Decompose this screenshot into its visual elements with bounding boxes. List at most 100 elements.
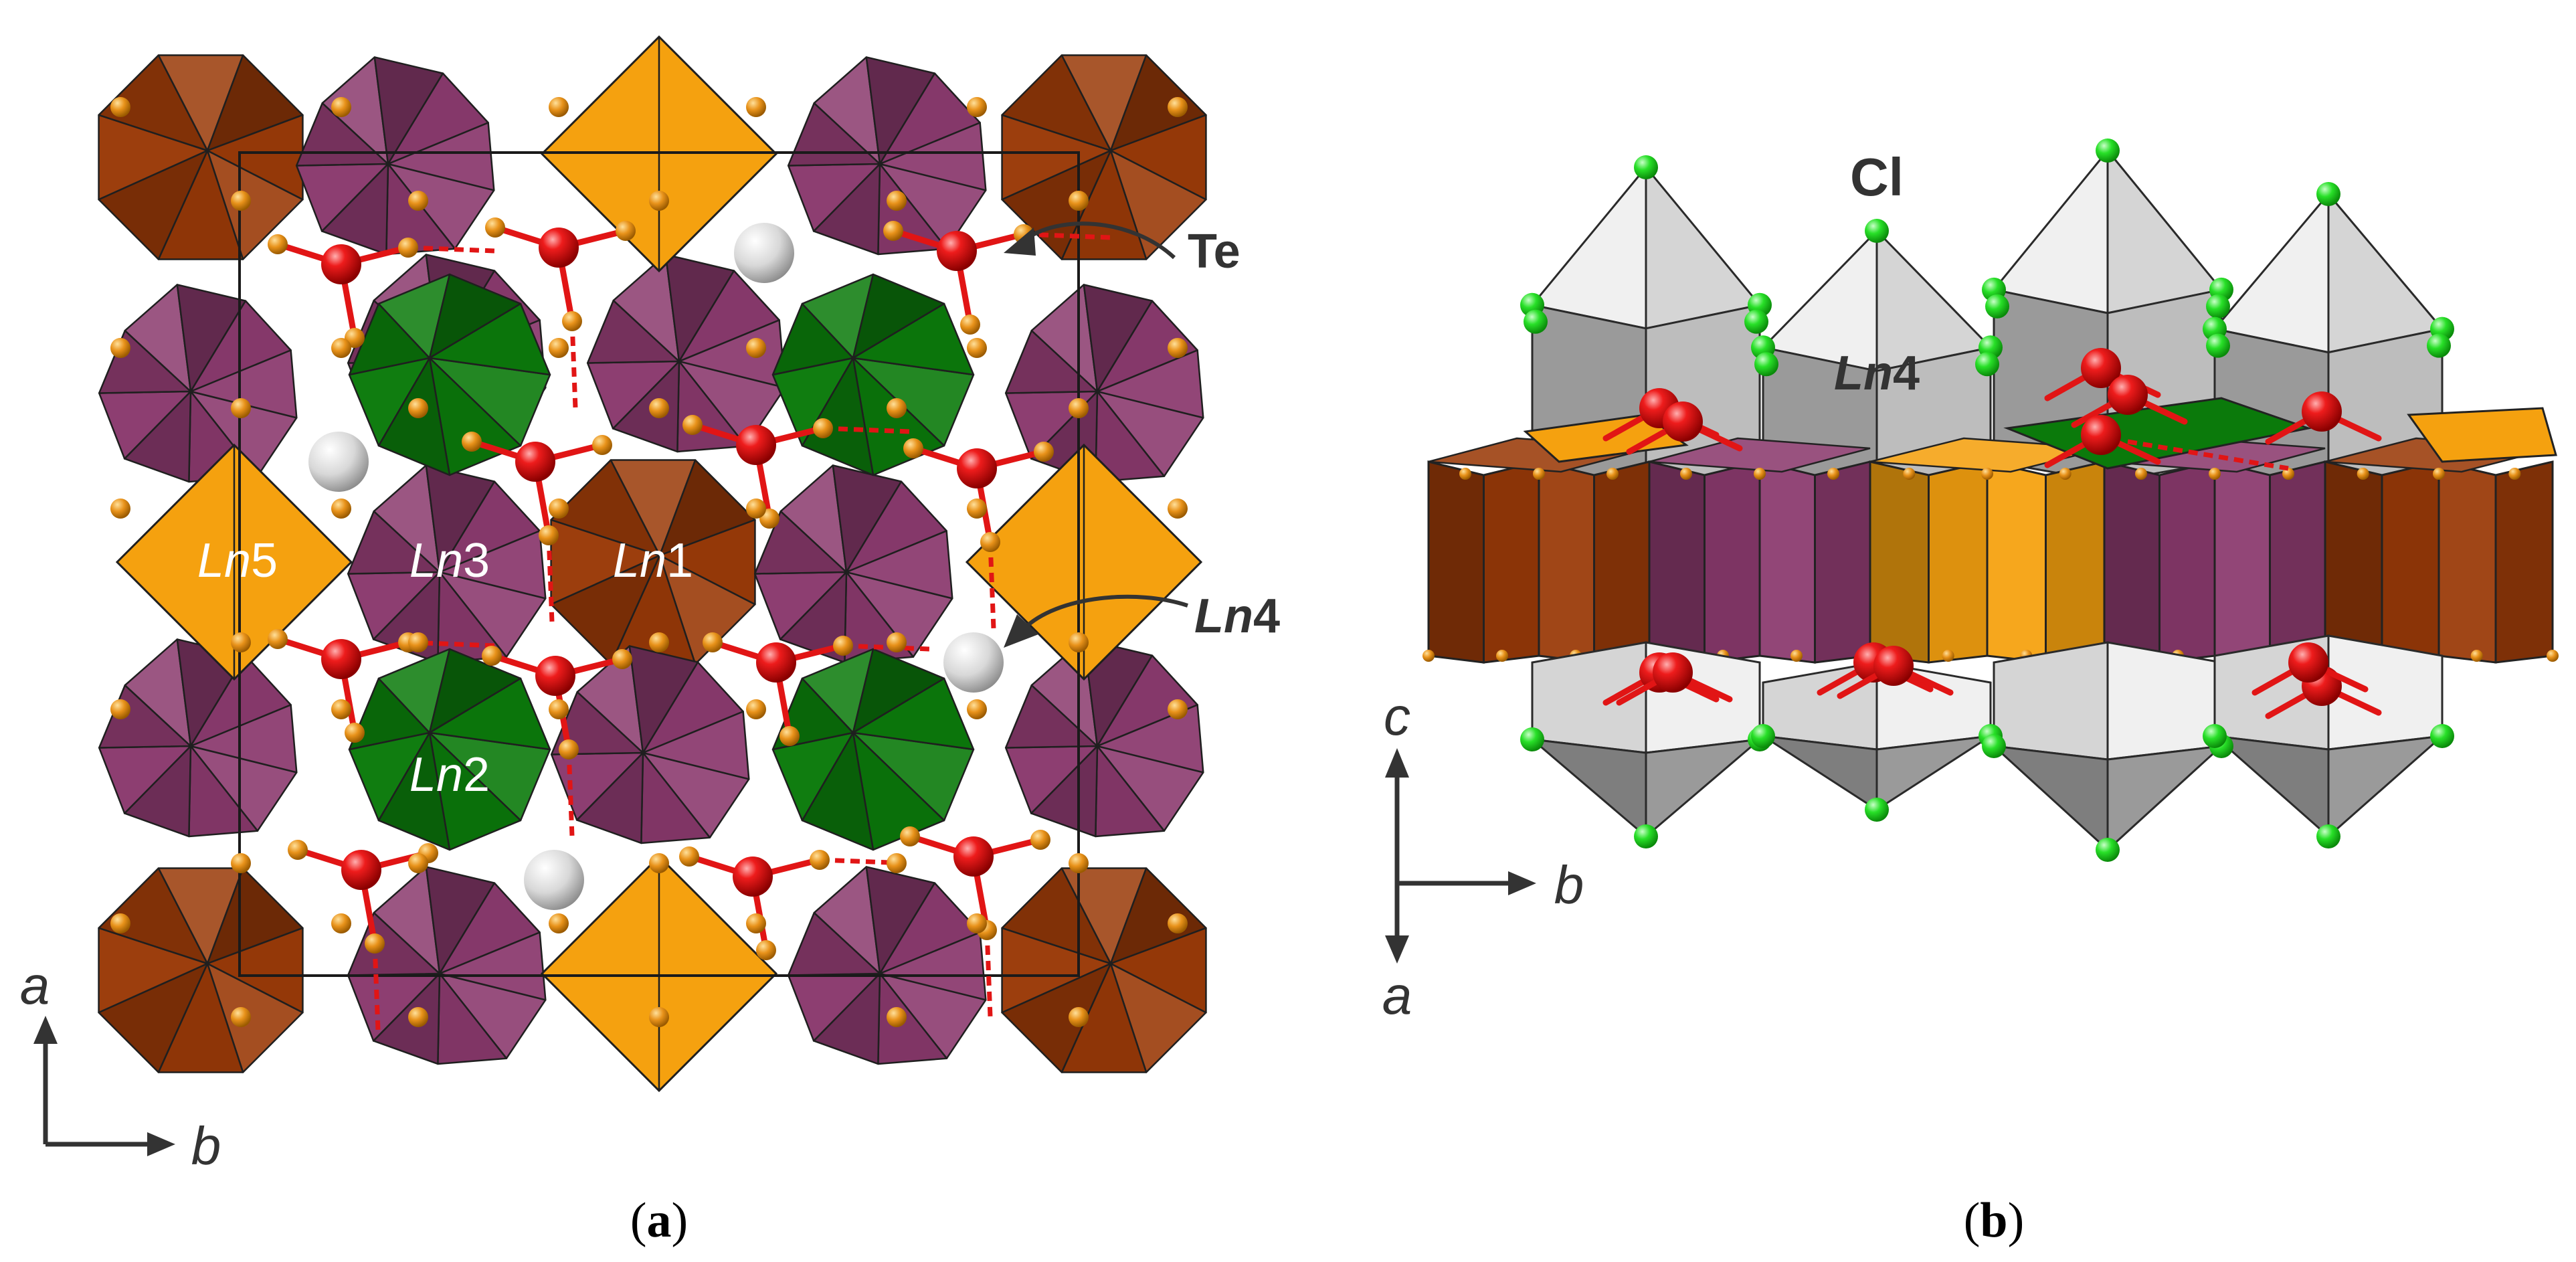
oxygen-atom bbox=[649, 1007, 669, 1027]
panel-b: Cl Ln4 c b a (b) bbox=[1382, 139, 2559, 1248]
oxygen-atom bbox=[2508, 468, 2521, 480]
oxygen-atom bbox=[746, 499, 766, 519]
oxygen-atom bbox=[1981, 468, 1993, 480]
ln4-octahedron-bottom-1-face bbox=[1645, 737, 1763, 839]
oxygen-atom bbox=[110, 97, 130, 117]
tellurium-atom bbox=[733, 857, 773, 897]
band-prism-0 bbox=[1422, 437, 1655, 664]
band-prism-2 bbox=[1864, 437, 2110, 664]
oxygen-atom bbox=[1168, 699, 1188, 719]
ln4-octahedron-top-4-face bbox=[2327, 191, 2444, 354]
oxygen-atom bbox=[1168, 499, 1188, 519]
oxygen-atom bbox=[549, 699, 569, 719]
ln3-polyhedron-10 bbox=[1004, 638, 1204, 838]
oxygen-atom bbox=[288, 840, 308, 860]
band-prism-face bbox=[2381, 460, 2440, 664]
oxygen-atom bbox=[408, 1007, 428, 1027]
oxygen-atom bbox=[679, 846, 699, 867]
panel-a: Ln5 Ln3 Ln1 Ln2 Te Ln4 a b (a) bbox=[20, 35, 1280, 1248]
oxygen-atom bbox=[612, 649, 632, 669]
band-prism-face bbox=[1986, 460, 2047, 664]
chlorine-atom bbox=[2316, 824, 2340, 848]
chlorine-atom bbox=[2203, 724, 2227, 748]
te-callout-arrow bbox=[1022, 221, 1176, 260]
oxygen-atom bbox=[616, 221, 636, 241]
label-ln3: Ln3 bbox=[409, 534, 490, 588]
chlorine-atom bbox=[1520, 727, 1544, 751]
oxygen-atom bbox=[2433, 468, 2445, 480]
oxygen-atom bbox=[549, 338, 569, 358]
ln2-polyhedron-0 bbox=[348, 273, 551, 476]
oxygen-atom bbox=[1069, 853, 1089, 873]
tellurium-atom bbox=[1663, 401, 1703, 442]
oxygen-atom bbox=[231, 191, 251, 211]
ln5-layer-face bbox=[2407, 407, 2557, 463]
tellurium-atom bbox=[539, 228, 579, 268]
oxygen-atom bbox=[1168, 338, 1188, 358]
oxygen-atom bbox=[903, 438, 923, 458]
oxygen-atom bbox=[2357, 468, 2369, 480]
oxygen-atom bbox=[482, 646, 502, 666]
oxygen-atom bbox=[682, 415, 703, 435]
ln4-octahedron-bottom-2 bbox=[1762, 661, 1992, 812]
chlorine-atom bbox=[2096, 139, 2120, 163]
ln3-polyhedron-8 bbox=[98, 638, 298, 838]
tellurium-atom bbox=[515, 442, 555, 482]
oxygen-atom bbox=[231, 632, 251, 652]
ln3-polyhedron-9-face bbox=[642, 711, 750, 780]
chlorine-atom bbox=[1754, 352, 1778, 377]
ln4-octahedron-bottom-3-face bbox=[1993, 641, 2109, 761]
oxygen-atom bbox=[960, 314, 980, 335]
oxygen-atom bbox=[331, 499, 351, 519]
ln4-octahedron-top-1-face bbox=[1530, 164, 1647, 330]
ln4-octahedron-bottom-1-face bbox=[1529, 737, 1647, 839]
ln4-octahedron-bottom-2-face bbox=[1875, 735, 1991, 812]
ln4-atom bbox=[524, 850, 584, 910]
oxygen-atom bbox=[2547, 650, 2559, 662]
chlorine-atom bbox=[1744, 309, 1768, 334]
ln3-polyhedron-10-face bbox=[1096, 704, 1204, 774]
ln1-polyhedron-1 bbox=[1001, 54, 1207, 260]
oxygen-atom bbox=[331, 97, 351, 117]
oxygen-atom bbox=[110, 499, 130, 519]
axis-label-b: b bbox=[191, 1116, 221, 1176]
ln4-octahedron-bottom-4-face bbox=[2327, 634, 2444, 751]
ln1-polyhedron-1-face bbox=[1109, 114, 1207, 201]
chlorine-atom bbox=[1982, 734, 2006, 758]
panel-b-central-band bbox=[1422, 397, 2559, 664]
axes-a: a b bbox=[20, 956, 221, 1176]
chlorine-atom bbox=[2206, 294, 2230, 319]
panel-a-ln4-atoms bbox=[308, 223, 1004, 910]
ln4-callout-arrowhead bbox=[1004, 614, 1038, 648]
oxygen-atom bbox=[2470, 650, 2483, 662]
band-prism-face bbox=[2045, 460, 2106, 664]
tellurium-atom bbox=[756, 642, 796, 683]
ln4-octahedron-top-4-face bbox=[2213, 191, 2330, 354]
oxygen-atom bbox=[1422, 650, 1435, 662]
oxygen-atom bbox=[1533, 468, 1545, 480]
ln4-callout-arrow bbox=[1022, 594, 1188, 631]
chlorine-atom bbox=[2096, 838, 2120, 862]
chlorine-atom bbox=[1634, 824, 1658, 848]
te-o-long-contact bbox=[2127, 439, 2289, 471]
oxygen-atom bbox=[746, 338, 766, 358]
ln1-polyhedron-2-face bbox=[206, 927, 304, 1014]
ln3-polyhedron-7-face bbox=[845, 530, 953, 600]
unit-cell-outline bbox=[238, 151, 1080, 977]
oxygen-atom bbox=[1168, 913, 1188, 933]
band-prism-face bbox=[2437, 460, 2497, 664]
ln1-polyhedron-4 bbox=[550, 459, 756, 665]
tellurium-atom bbox=[2081, 348, 2121, 388]
oxygen-atom bbox=[549, 97, 569, 117]
band-prism-face bbox=[1704, 460, 1761, 664]
oxygen-atom bbox=[549, 499, 569, 519]
band-prism-top-face bbox=[1649, 437, 1871, 473]
oxygen-atom bbox=[649, 398, 669, 418]
ln4-octahedron-bottom-4-face bbox=[2327, 734, 2446, 839]
ln3-polyhedron-11-face bbox=[438, 931, 547, 1001]
ln2-polyhedron-2 bbox=[348, 648, 551, 851]
ln3-polyhedron-5-face bbox=[1096, 349, 1204, 419]
ln2-polyhedron-3-face bbox=[852, 677, 975, 751]
oxygen-atom bbox=[1069, 398, 1089, 418]
band-prism-1 bbox=[1643, 437, 1876, 664]
